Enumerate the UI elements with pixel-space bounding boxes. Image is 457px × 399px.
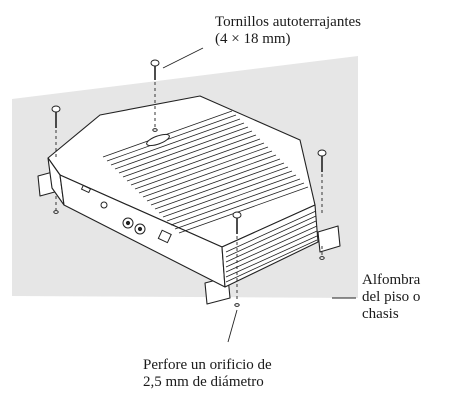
screws-label-line1: Tornillos autoterrajantes [215,14,361,30]
screw-front [232,211,242,234]
leader-drill [227,309,238,343]
front-panel-details [80,133,172,244]
connector-port [157,229,172,244]
mounting-flange-right [317,225,341,253]
side-fins [225,210,318,283]
terminal-hole [100,201,108,209]
screw-top-center [150,59,160,80]
drill-label-line2: 2,5 mm de diámetro [143,374,264,390]
guide-lines [55,82,323,302]
screws-label-line2: (4 × 18 mm) [215,31,291,47]
screws-label: Tornillos autoterrajantes (4 × 18 mm) [215,14,361,48]
floor-label-line1: Alfombra [362,272,421,288]
screw-right [317,149,327,172]
drill-label-line1: Perfore un orificio de [143,357,272,373]
top-grip [146,133,170,147]
amplifier-unit [37,95,341,305]
logo-slot [80,184,92,194]
leader-screws [162,47,204,69]
floor-label-line2: del piso o [362,289,421,305]
drill-label: Perfore un orificio de 2,5 mm de diámetr… [143,357,272,391]
screw-left [51,105,61,128]
heatsink-fins [102,110,309,234]
floor-label-line3: chasis [362,306,399,322]
floor-label: Alfombra del piso o chasis [362,272,420,323]
leader-lines [162,47,356,343]
drill-hole-icon [53,128,325,307]
screw-icon [51,59,327,234]
amplifier-right-end [221,204,319,288]
